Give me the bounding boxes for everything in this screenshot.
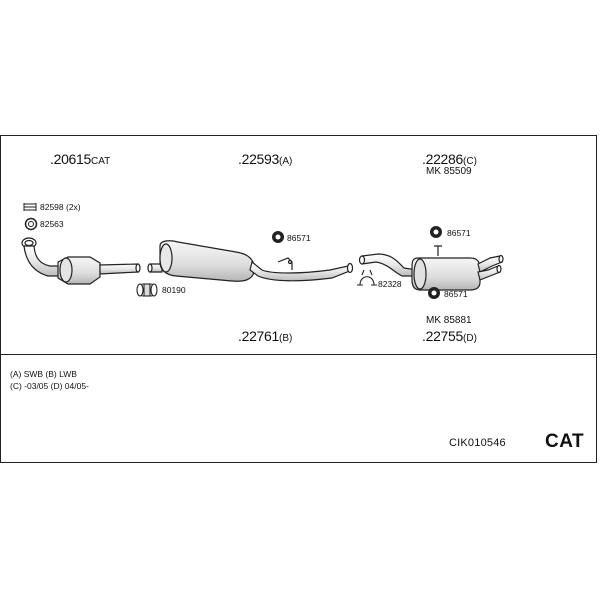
u-clamp-icon (357, 269, 377, 286)
mounting-kit-85509: MK 85509 (426, 166, 472, 177)
rubber-hanger-icon (428, 287, 440, 299)
rubber-hanger-icon (272, 231, 284, 243)
hardware-label-86571-rear-top: 86571 (447, 228, 471, 238)
hardware-label-82598: 82598 (2x) (40, 202, 81, 212)
part-suffix: (B) (279, 333, 293, 344)
part-number: .22286 (422, 151, 464, 167)
rubber-hanger-icon (430, 226, 442, 238)
legend-divider (1, 354, 596, 355)
pipe-clamp-icon (136, 283, 158, 297)
cat-label: CAT (545, 431, 585, 452)
hardware-label-80190: 80190 (162, 285, 186, 295)
hardware-label-82328: 82328 (378, 279, 402, 289)
part-label-22286: .22286(C) (422, 152, 477, 168)
part-number: .22593 (238, 151, 280, 167)
part-number: .22755 (422, 328, 464, 344)
legend-line-1: (A) SWB (B) LWB (10, 369, 77, 379)
part-label-20615: .20615CAT (50, 152, 110, 168)
part-suffix: (A) (279, 156, 293, 167)
part-label-22593: .22593(A) (238, 152, 292, 168)
hardware-label-86571-middle: 86571 (287, 233, 311, 243)
part-number: .22761 (238, 328, 280, 344)
mounting-kit-85881: MK 85881 (426, 315, 472, 326)
part-label-22755: .22755(D) (422, 329, 477, 345)
gasket-ring-icon (24, 217, 38, 231)
middle-silencer-pipe (147, 240, 354, 282)
diagram-frame (0, 135, 597, 463)
catalytic-converter-front-pipe (21, 237, 141, 285)
part-suffix: (C) (463, 156, 477, 167)
part-suffix: CAT (91, 156, 111, 167)
part-suffix: (D) (463, 333, 477, 344)
part-number: .20615 (50, 151, 92, 167)
part-label-22761: .22761(B) (238, 329, 292, 345)
hardware-label-82563: 82563 (40, 219, 64, 229)
catalog-number: CIK010546 (449, 437, 506, 449)
hardware-label-86571-rear-bottom: 86571 (444, 289, 468, 299)
legend-line-2: (C) -03/05 (D) 04/05- (10, 381, 89, 391)
rear-silencer (358, 245, 504, 291)
clamp-icon (23, 203, 37, 211)
